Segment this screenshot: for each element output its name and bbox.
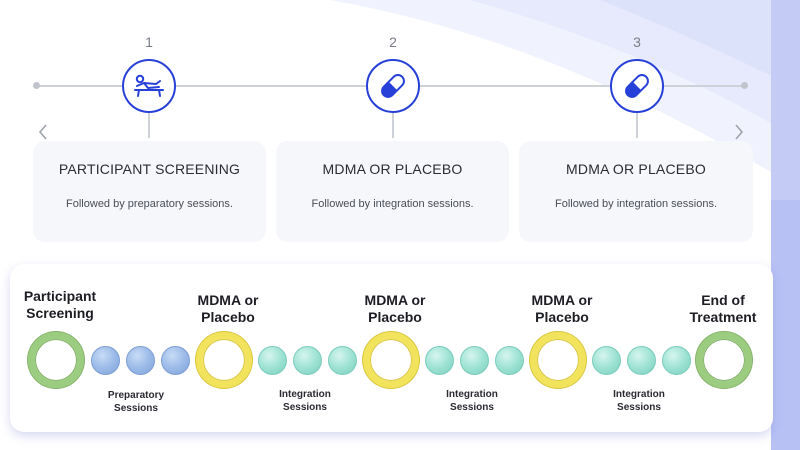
step-card: MDMA OR PLACEBO Followed by integration … [276,141,509,242]
milestone-ring-dose [530,332,586,388]
step-number: 2 [389,34,397,50]
pill-capsule-icon [381,74,405,98]
session-ball-integration [328,346,357,375]
step-connector [148,113,150,138]
step-icon-button[interactable] [122,59,176,113]
axis-start-dot [33,82,40,89]
step-card-description: Followed by preparatory sessions. [66,198,233,210]
milestone-ring-end [696,332,752,388]
step-card-title: MDMA OR PLACEBO [322,161,463,177]
step-card-title: MDMA OR PLACEBO [566,161,706,177]
milestone-ring-dose [196,332,252,388]
session-ball-preparatory [161,346,190,375]
step-card: PARTICIPANT SCREENING Followed by prepar… [33,141,266,242]
session-ball-integration [460,346,489,375]
session-ball-preparatory [126,346,155,375]
step-card-description: Followed by integration sessions. [554,198,718,210]
step-card-description: Followed by integration sessions. [311,198,474,210]
step-timeline: 1 2 3 P [33,34,753,242]
carousel-prev-button[interactable] [33,118,53,146]
session-ball-integration [627,346,656,375]
step-card: MDMA OR PLACEBO Followed by integration … [519,141,753,242]
session-ball-preparatory [91,346,120,375]
step-card-title: PARTICIPANT SCREENING [58,161,241,177]
session-ball-integration [258,346,287,375]
session-ball-integration [425,346,454,375]
milestone-ring-screening [28,332,84,388]
pill-capsule-icon [625,74,649,98]
chevron-left-icon [38,124,47,140]
axis-end-dot [741,82,748,89]
chevron-right-icon [735,124,744,140]
step-icon-button[interactable] [366,59,420,113]
milestone-ring-dose [363,332,419,388]
step-number: 1 [145,34,153,50]
session-ball-integration [592,346,621,375]
step-number: 3 [633,34,641,50]
step-icon-button[interactable] [610,59,664,113]
step-connector [392,113,394,138]
carousel-next-button[interactable] [729,118,749,146]
session-ball-integration [495,346,524,375]
session-ball-integration [662,346,691,375]
session-ball-integration [293,346,322,375]
step-connector [636,113,638,138]
reclining-person-icon [134,74,164,97]
